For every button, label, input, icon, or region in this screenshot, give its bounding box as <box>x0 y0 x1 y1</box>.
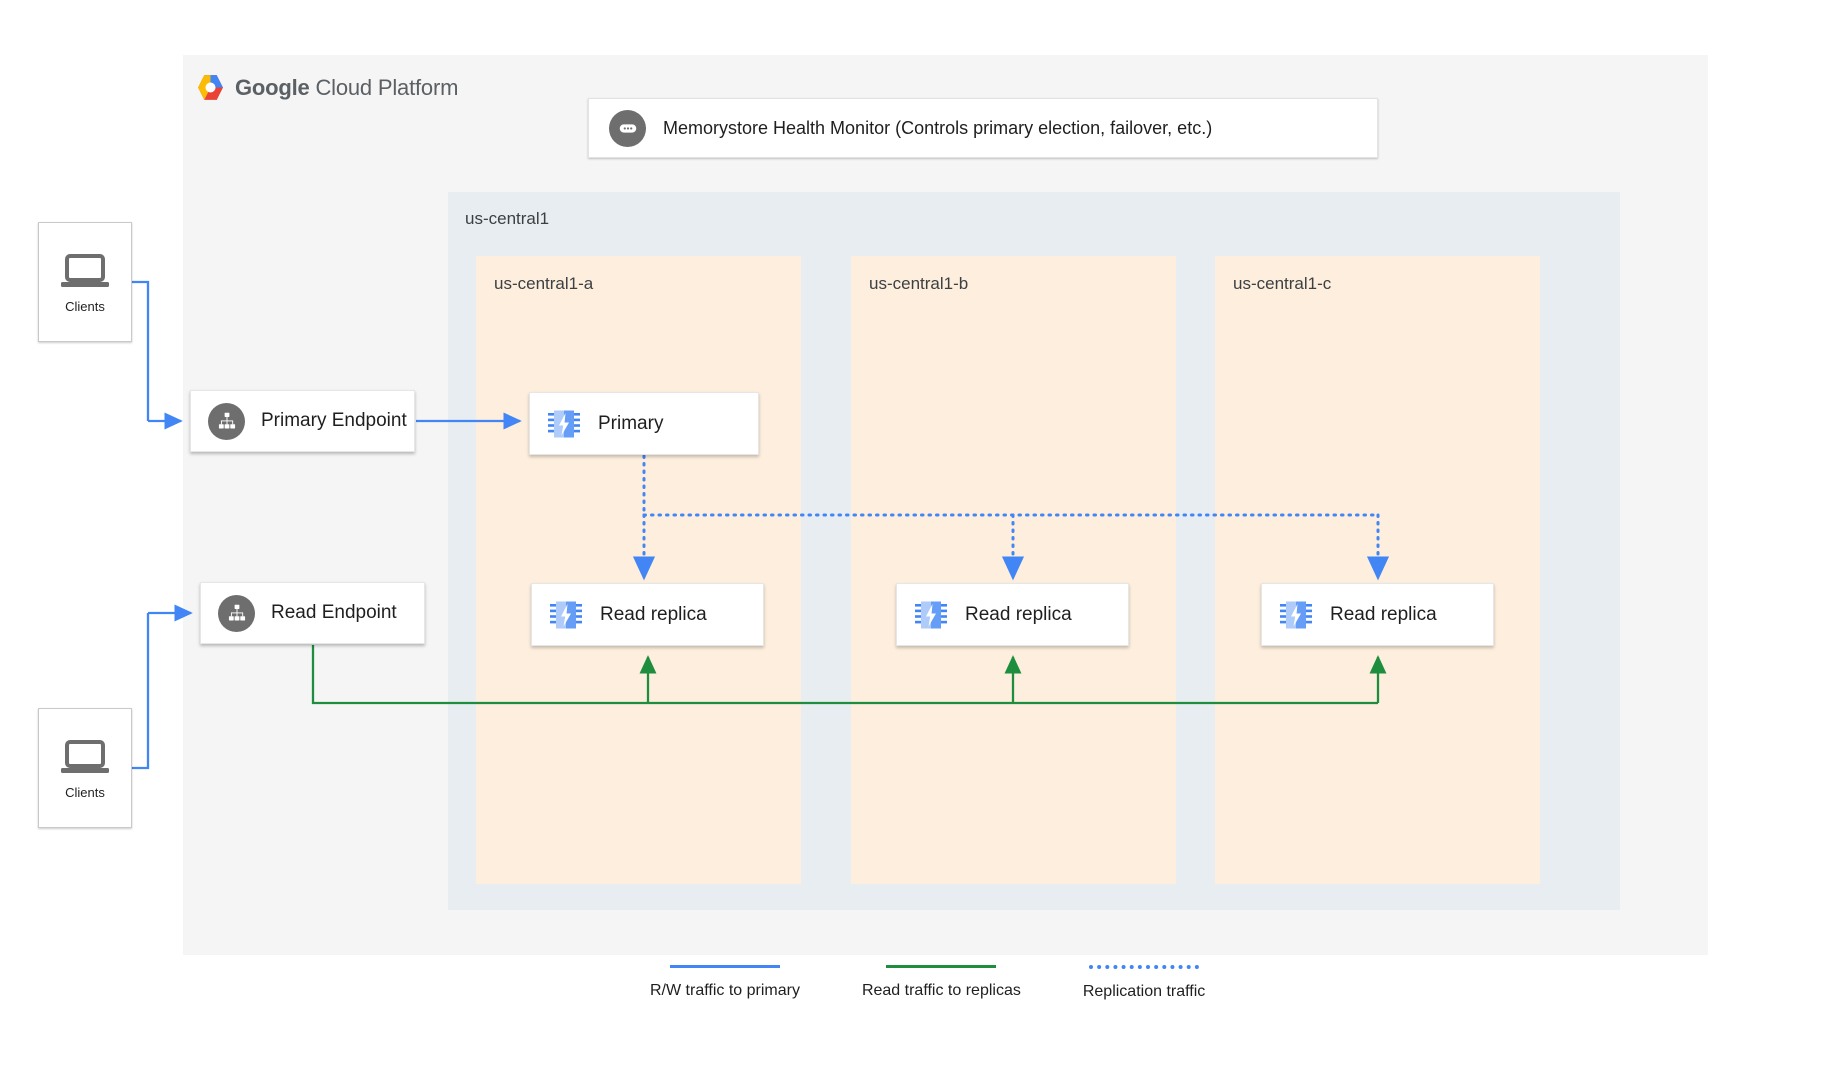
laptop-icon <box>61 253 109 287</box>
legend-swatch-blue-dotted <box>1089 965 1200 969</box>
node-label: Primary <box>598 412 664 434</box>
node-label: Read replica <box>1330 603 1437 625</box>
endpoint-topology-icon <box>218 594 255 632</box>
memorystore-chip-icon <box>915 601 947 628</box>
legend-label: R/W traffic to primary <box>650 982 800 999</box>
legend-swatch-green-solid <box>886 965 997 968</box>
endpoint-label: Primary Endpoint <box>261 410 407 431</box>
primary-endpoint: Primary Endpoint <box>190 390 415 452</box>
zone-label: us-central1-a <box>494 274 594 293</box>
topology-glyph <box>218 412 235 429</box>
gcp-brand: Google Cloud Platform <box>195 72 458 103</box>
laptop-icon <box>61 739 109 773</box>
read-endpoint: Read Endpoint <box>200 582 425 644</box>
zone-us-central1-b: us-central1-b <box>851 256 1176 884</box>
endpoint-topology-icon <box>208 402 245 440</box>
zone-label: us-central1-b <box>869 274 969 293</box>
memorystore-chip-icon <box>1280 601 1312 628</box>
topology-glyph <box>228 604 245 621</box>
node-label: Read replica <box>965 603 1072 625</box>
node-primary: Primary <box>529 392 759 455</box>
region-label: us-central1 <box>465 209 550 228</box>
legend-item-replication: Replication traffic <box>1083 965 1205 1001</box>
zone-us-central1-a: us-central1-a <box>476 256 801 884</box>
gcp-brand-text: Google Cloud Platform <box>235 75 458 101</box>
zone-label: us-central1-c <box>1233 274 1332 293</box>
node-read-replica-c: Read replica <box>1261 583 1494 646</box>
endpoint-label: Read Endpoint <box>271 602 397 623</box>
clients-label: Clients <box>65 784 105 800</box>
legend-item-rw: R/W traffic to primary <box>650 965 800 1000</box>
health-monitor-label: Memorystore Health Monitor (Controls pri… <box>663 117 1213 138</box>
health-monitor-icon <box>609 109 646 147</box>
node-read-replica-b: Read replica <box>896 583 1129 646</box>
gcp-brand-bold: Google <box>235 74 310 100</box>
memorystore-chip-icon <box>550 601 582 628</box>
memorystore-chip-icon <box>548 410 580 437</box>
legend-label: Replication traffic <box>1082 983 1206 1000</box>
node-read-replica-a: Read replica <box>531 583 764 646</box>
google-cloud-hexagon-logo-icon <box>198 75 223 100</box>
gcp-brand-light: Cloud Platform <box>309 74 459 100</box>
node-label: Read replica <box>600 603 707 625</box>
memorystore-health-monitor-box: Memorystore Health Monitor (Controls pri… <box>588 98 1378 158</box>
health-monitor-dots-glyph <box>619 124 636 133</box>
legend-label: Read traffic to replicas <box>861 982 1021 999</box>
legend: R/W traffic to primary Read traffic to r… <box>650 965 1330 1035</box>
zone-us-central1-c: us-central1-c <box>1215 256 1540 884</box>
clients-bottom: Clients <box>38 708 132 828</box>
clients-top: Clients <box>38 222 132 342</box>
clients-label: Clients <box>65 298 105 314</box>
legend-item-read: Read traffic to replicas <box>862 965 1021 1000</box>
legend-swatch-blue-solid <box>669 965 780 968</box>
